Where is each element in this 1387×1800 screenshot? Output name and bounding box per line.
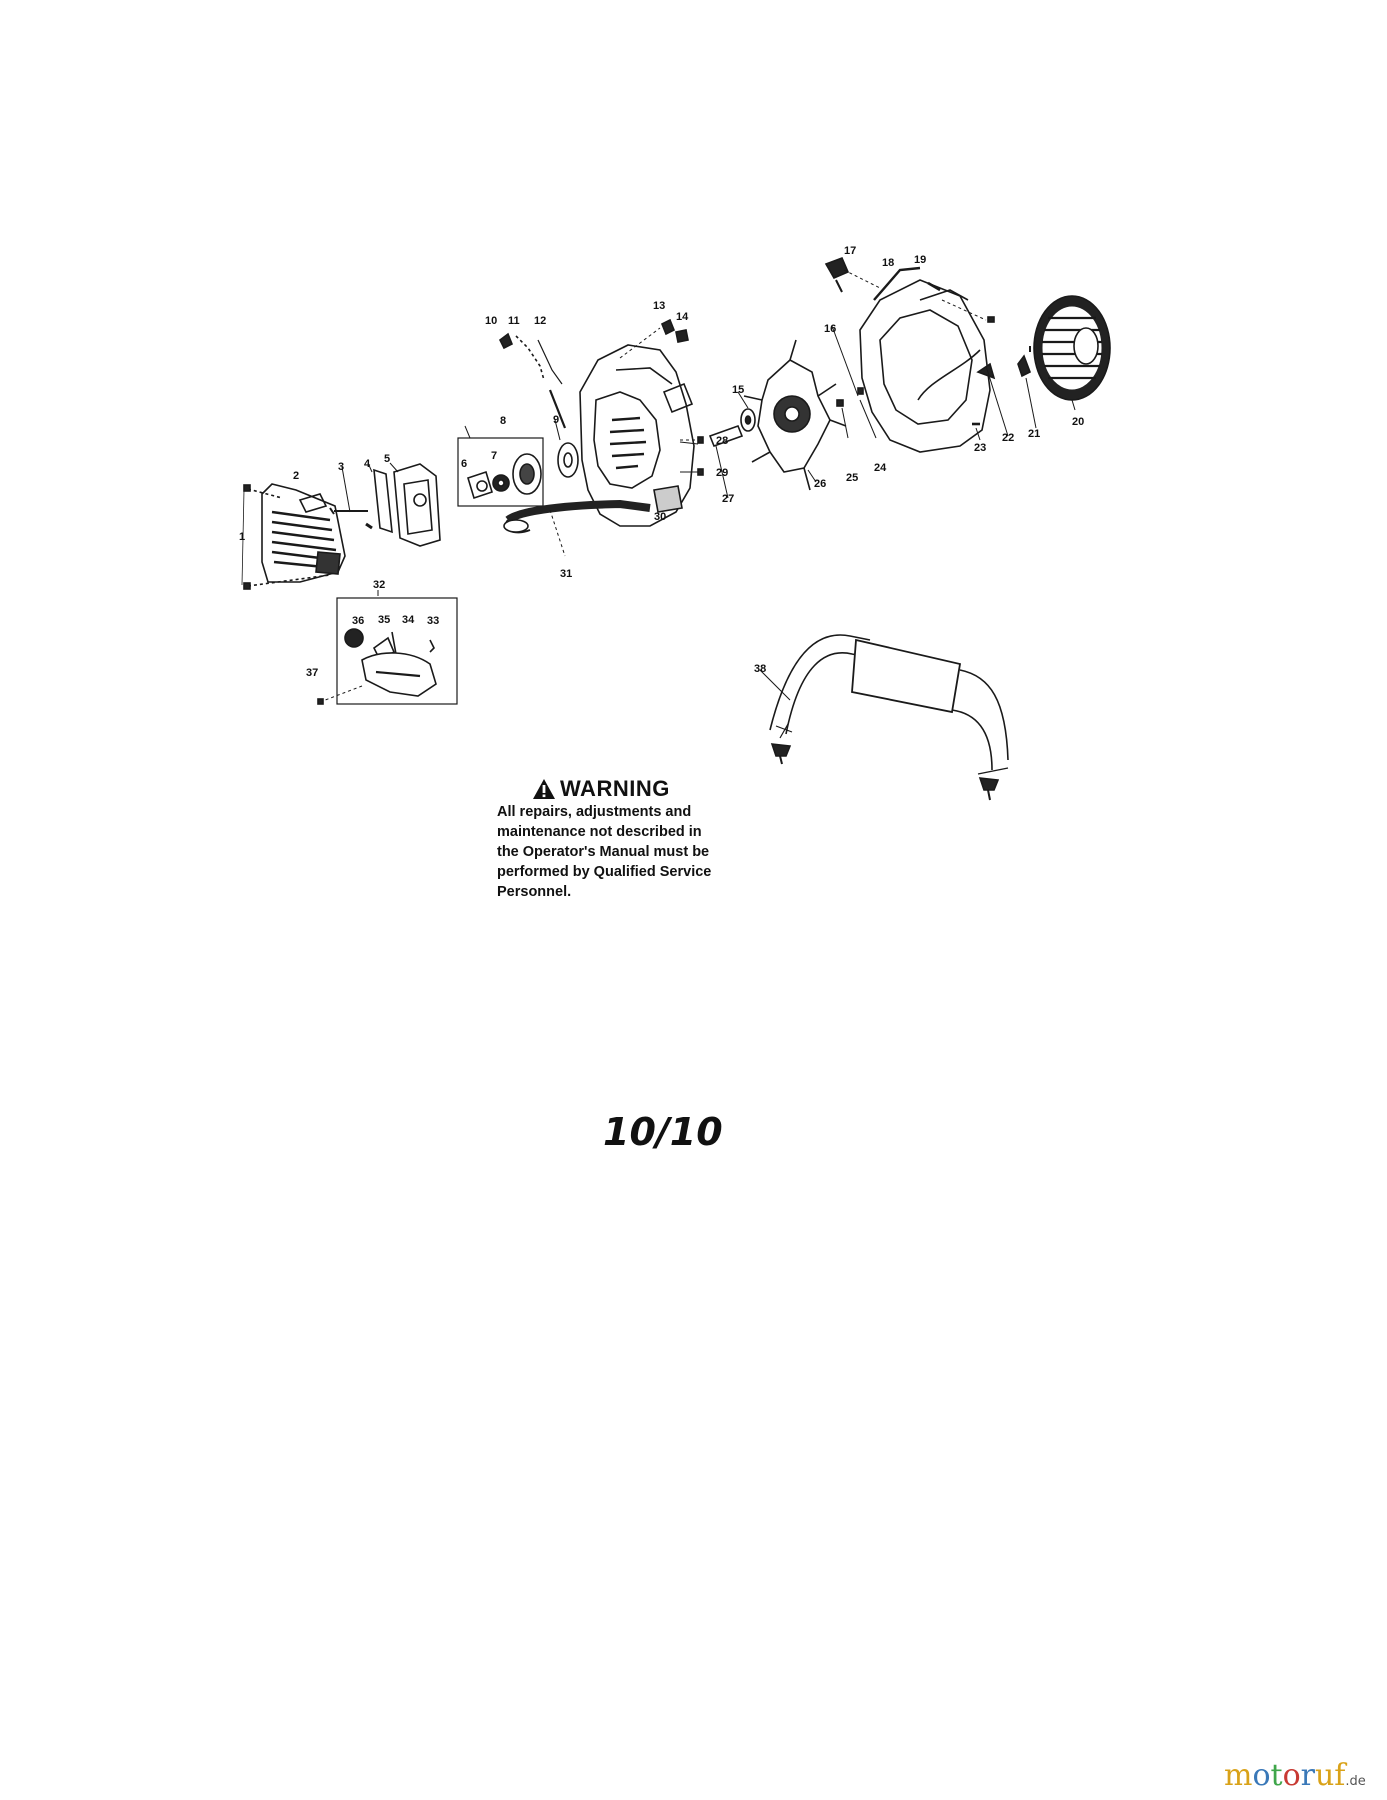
warning-line: the Operator's Manual must be	[497, 844, 710, 860]
part-label-8: 8	[500, 415, 506, 427]
washer-9-part	[557, 442, 579, 478]
impeller-26-part	[743, 339, 847, 491]
page-number: 10/10	[603, 1110, 723, 1154]
gasket-4-part	[373, 468, 393, 534]
warning-line: maintenance not described in	[497, 824, 702, 840]
part-label-27: 27	[722, 493, 734, 505]
throttle-assembly-32-part	[317, 597, 458, 705]
part-label-6: 6	[461, 458, 467, 470]
part-label-10: 10	[485, 315, 497, 327]
part-label-20: 20	[1072, 416, 1084, 428]
bolt-3-part	[329, 507, 368, 515]
part-label-22: 22	[1002, 432, 1014, 444]
warning-line: Personnel.	[497, 884, 572, 900]
part-label-18: 18	[882, 257, 894, 269]
intake-guard-20-part	[1033, 295, 1111, 401]
part-label-31: 31	[560, 568, 572, 580]
engine-cover-part	[261, 483, 346, 583]
warning-heading-text: WARNING	[560, 776, 670, 801]
part-label-11: 11	[508, 315, 520, 327]
part-label-1: 1	[239, 531, 245, 543]
part-label-13: 13	[653, 300, 665, 312]
handle-31-part	[503, 499, 651, 557]
brand-logo: motoruf.de	[1224, 1758, 1366, 1793]
part-label-14: 14	[676, 311, 689, 323]
part-label-38: 38	[754, 663, 766, 675]
part-label-28: 28	[716, 435, 728, 447]
part-label-16: 16	[824, 323, 836, 335]
part-label-19: 19	[914, 254, 926, 266]
part-label-12: 12	[534, 315, 546, 327]
part-label-37: 37	[306, 667, 318, 679]
part-label-21: 21	[1028, 428, 1040, 440]
part-label-2: 2	[293, 470, 299, 482]
warning-notice: WARNING All repairs, adjustments and mai…	[497, 776, 797, 902]
part-label-24: 24	[874, 462, 887, 474]
parts-group-8	[457, 437, 544, 507]
warning-body: All repairs, adjustments and maintenance…	[497, 802, 772, 902]
part-label-26: 26	[814, 478, 826, 490]
part-label-7: 7	[491, 450, 497, 462]
part-label-5: 5	[384, 453, 390, 465]
part-label-4: 4	[364, 458, 371, 470]
part-label-9: 9	[553, 414, 559, 426]
part-label-3: 3	[338, 461, 344, 473]
part-label-30: 30	[654, 511, 666, 523]
part-label-25: 25	[846, 472, 858, 484]
part-label-29: 29	[716, 467, 728, 479]
cover-plate-5-part	[393, 463, 441, 547]
part-label-35: 35	[378, 614, 390, 626]
part-label-33: 33	[427, 615, 439, 627]
part-label-17: 17	[844, 245, 856, 257]
part-label-15: 15	[732, 384, 744, 396]
part-label-32: 32	[373, 579, 385, 591]
shaft-27-part	[708, 424, 744, 448]
part-label-36: 36	[352, 615, 364, 627]
part-label-23: 23	[974, 442, 986, 454]
screw-1-part	[241, 484, 331, 590]
warning-icon	[533, 779, 555, 799]
warning-line: performed by Qualified Service	[497, 864, 712, 880]
warning-heading: WARNING	[532, 776, 797, 802]
main-housing-30-part	[579, 344, 695, 527]
blower-housing-18-part	[859, 266, 991, 453]
harness-38-part	[759, 634, 1009, 801]
part-label-34: 34	[402, 614, 415, 626]
warning-line: All repairs, adjustments and	[497, 804, 692, 820]
